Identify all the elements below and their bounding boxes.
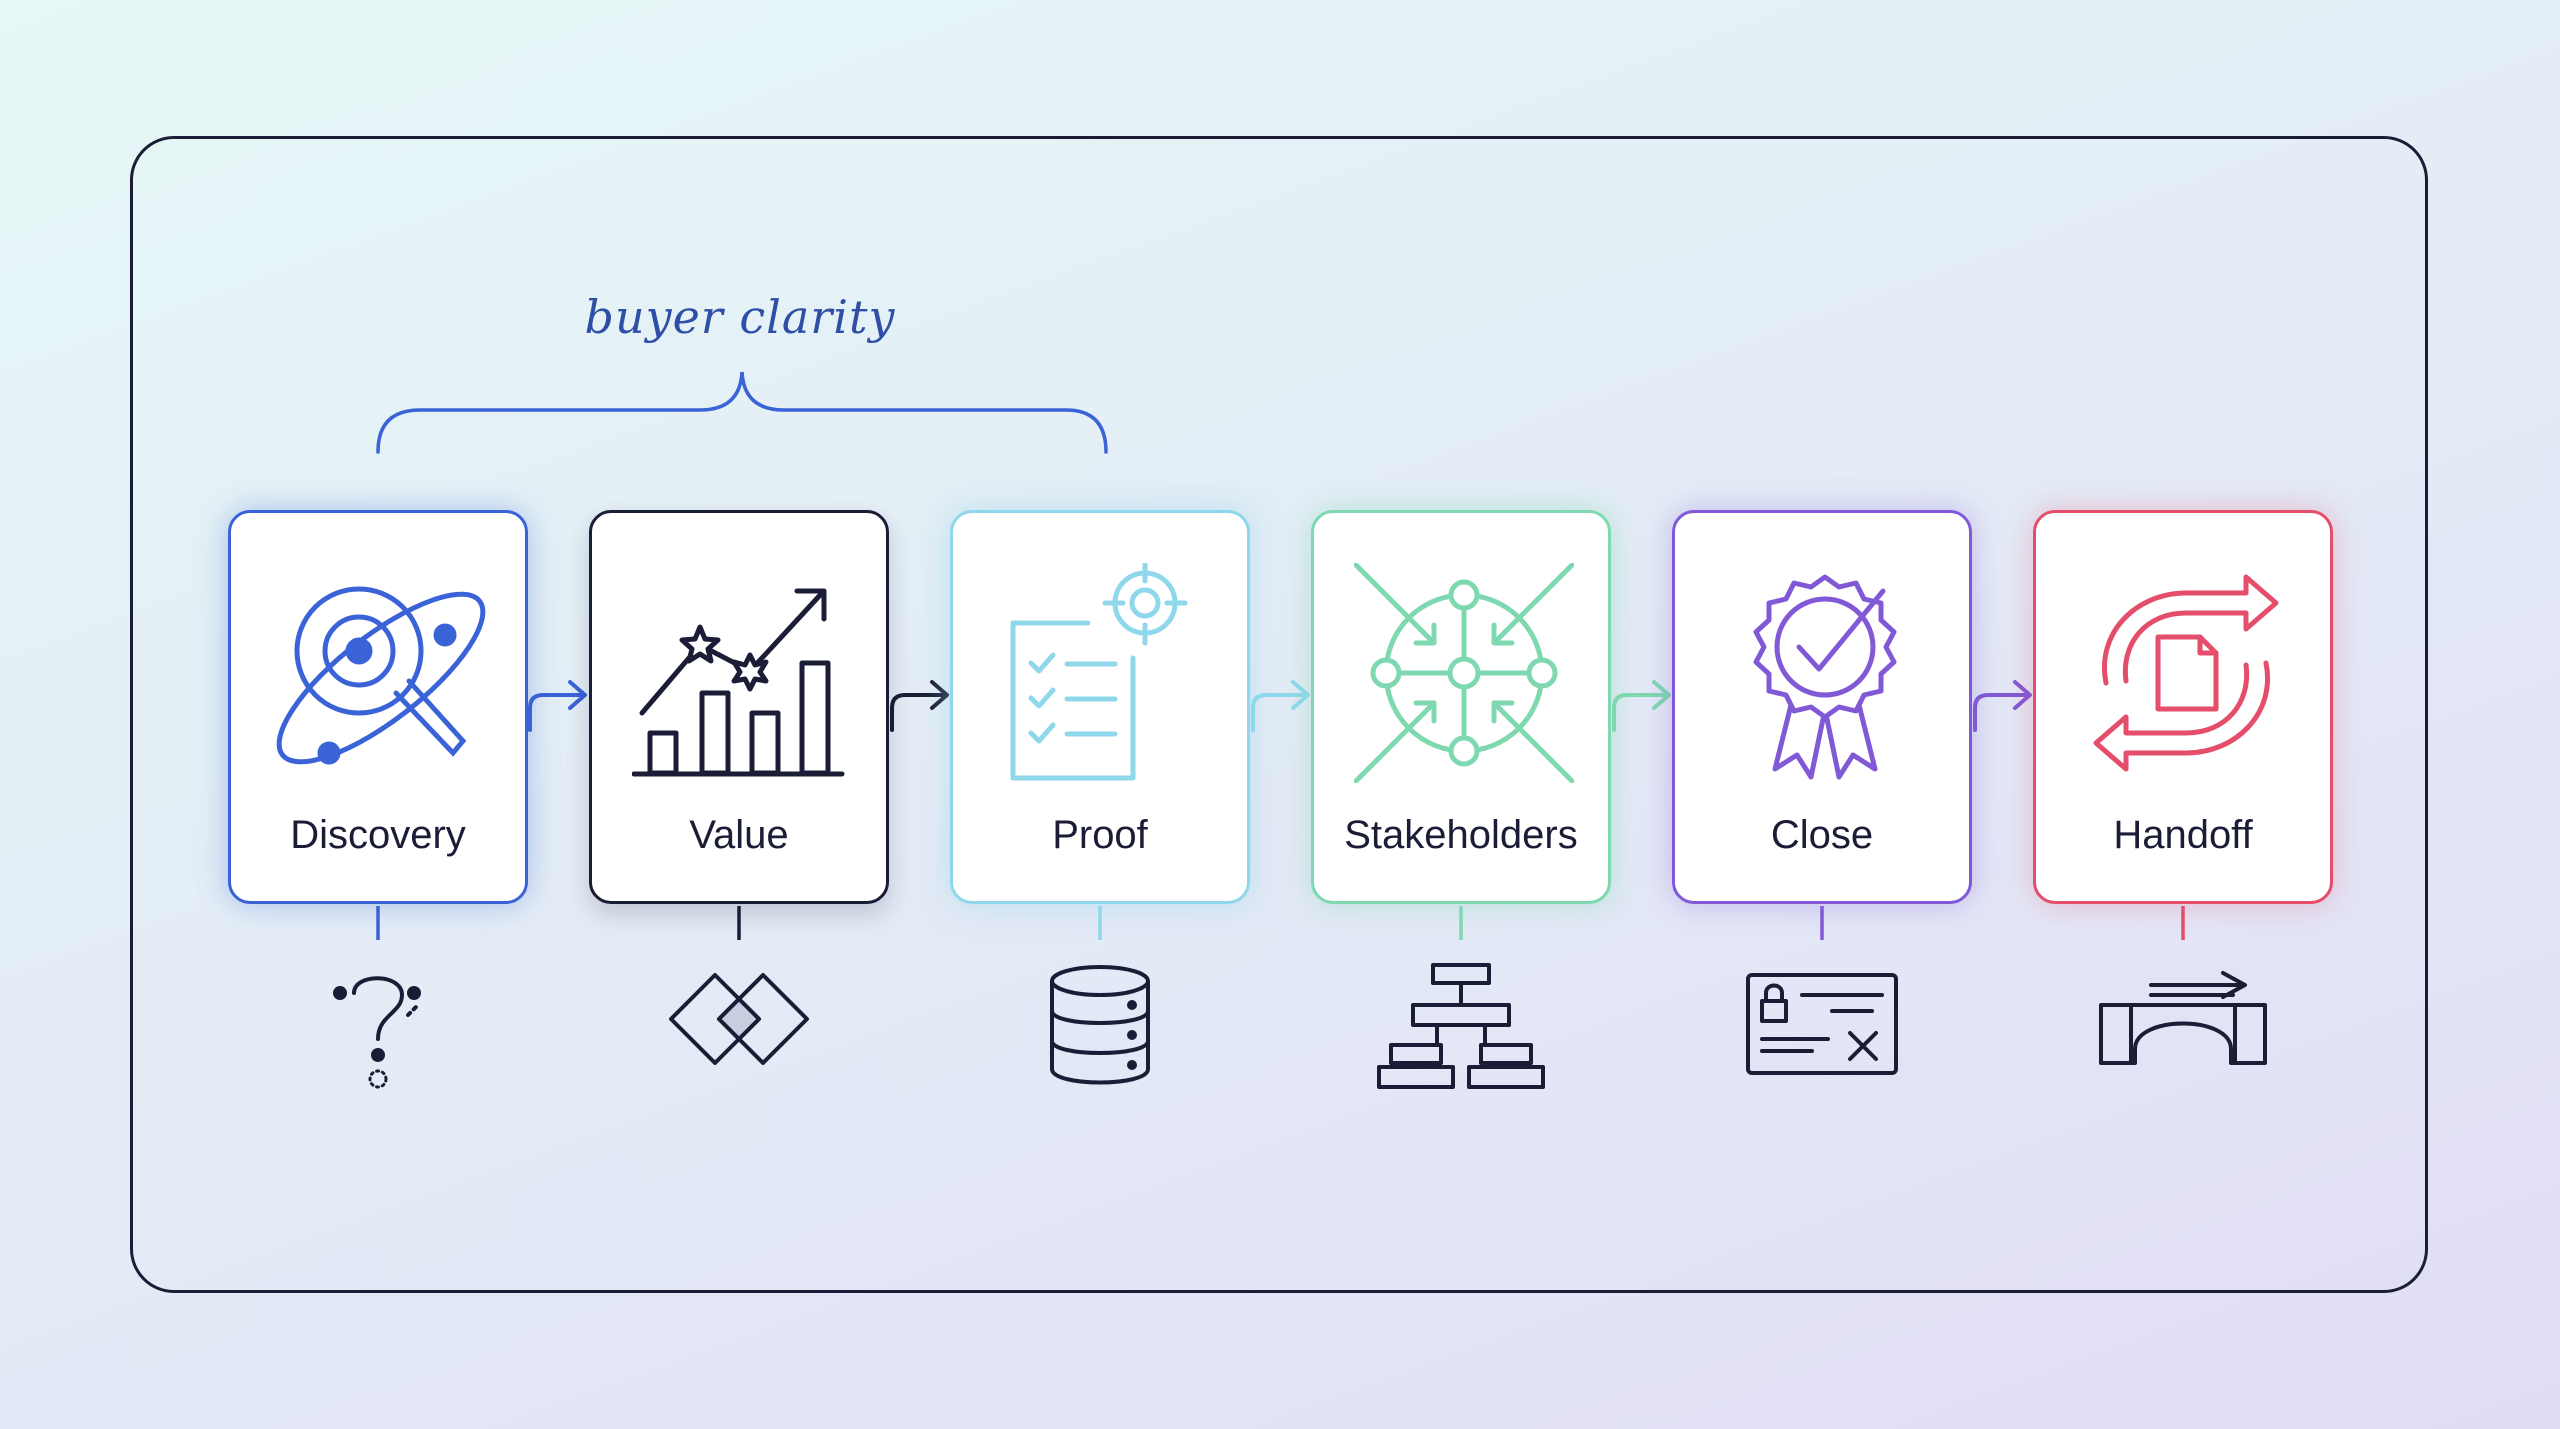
stage-label: Discovery bbox=[290, 813, 466, 857]
stage-card-value[interactable]: Value bbox=[589, 510, 889, 904]
stage-label: Proof bbox=[1052, 813, 1148, 857]
stage-label: Close bbox=[1770, 813, 1874, 857]
stage-card-discovery[interactable]: Discovery bbox=[228, 510, 528, 904]
org-chart-icon bbox=[1377, 963, 1545, 1089]
question-mark-icon bbox=[333, 976, 421, 1089]
network-hub-icon bbox=[1354, 563, 1574, 783]
document-cycle-icon bbox=[2093, 574, 2279, 772]
search-orbit-icon bbox=[276, 586, 486, 765]
checklist-target-icon bbox=[1010, 563, 1188, 781]
diagram-frame bbox=[130, 136, 2428, 1293]
award-badge-check-icon bbox=[1753, 574, 1897, 780]
stage-card-close[interactable]: Close bbox=[1672, 510, 1972, 904]
stage-card-handoff[interactable]: Handoff bbox=[2033, 510, 2333, 904]
database-icon bbox=[1050, 965, 1150, 1085]
stage-label: Stakeholders bbox=[1344, 813, 1578, 857]
stage-card-stakeholders[interactable]: Stakeholders bbox=[1311, 510, 1611, 904]
bracket-label: buyer clarity bbox=[584, 290, 896, 344]
interlocking-diamonds-icon bbox=[669, 973, 809, 1065]
locked-card-icon bbox=[1746, 973, 1898, 1075]
bridge-arrow-icon bbox=[2099, 971, 2267, 1065]
stage-label: Value bbox=[689, 813, 789, 857]
rising-bar-chart-icon bbox=[632, 588, 845, 777]
stage-label: Handoff bbox=[2113, 813, 2253, 857]
stage-card-proof[interactable]: Proof bbox=[950, 510, 1250, 904]
